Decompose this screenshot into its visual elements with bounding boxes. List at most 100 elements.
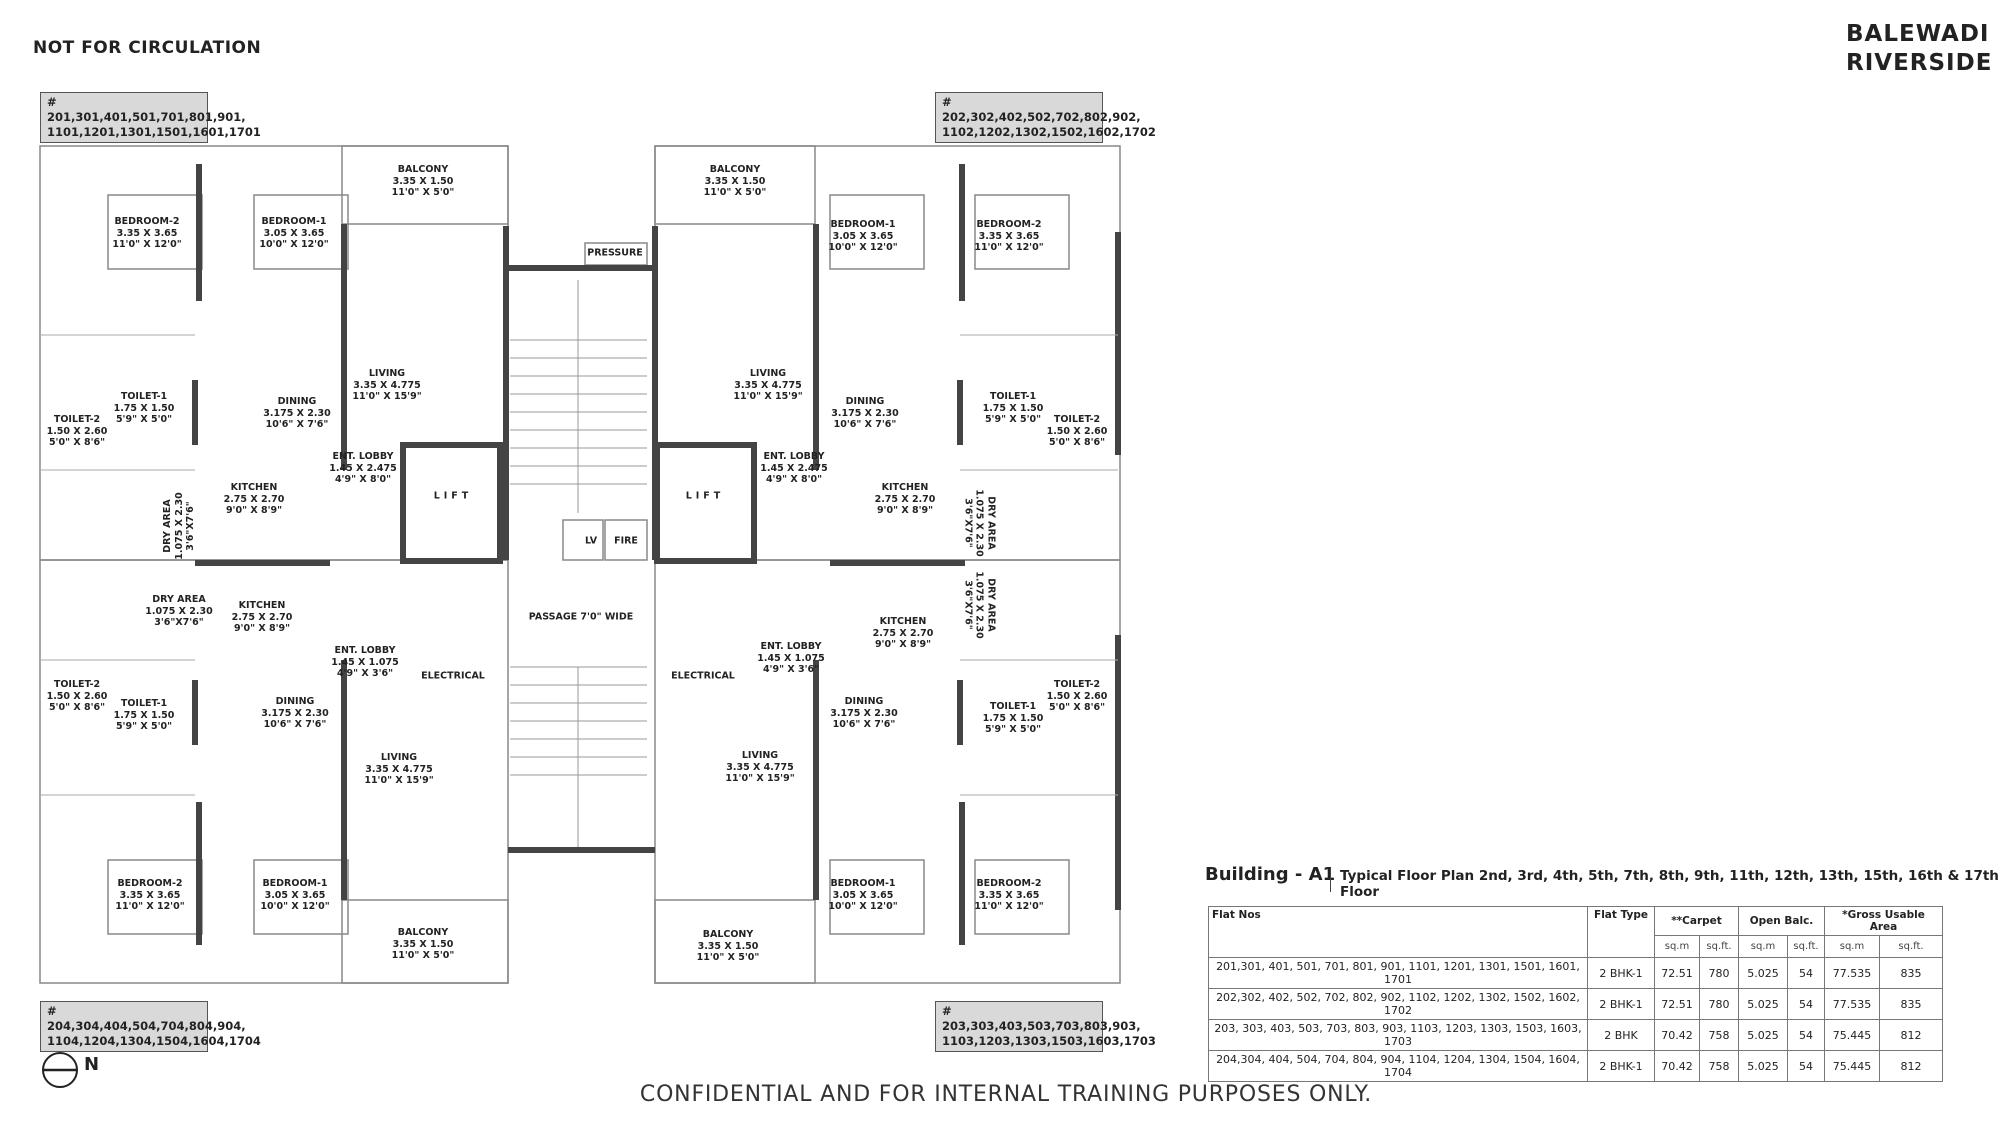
room-metric: 1.45 X 2.475 xyxy=(329,462,397,474)
room-label: ENT. LOBBY xyxy=(332,450,394,462)
room-imperial: 11'0" X 15'9" xyxy=(725,772,795,784)
room-label: TOILET-2 xyxy=(1053,678,1101,690)
header-carpet: **Carpet xyxy=(1654,906,1739,936)
room-imperial: 3'6"X7'6" xyxy=(184,501,196,551)
room-label: PRESSURE xyxy=(587,247,643,259)
cell-balc-sqft: 54 xyxy=(1787,988,1825,1020)
room-imperial: 11'0" X 12'0" xyxy=(974,900,1044,912)
room-imperial: 3'6"X7'6" xyxy=(962,498,974,548)
cell-gross-sqft: 812 xyxy=(1879,1019,1943,1051)
room-label: TOILET-1 xyxy=(120,390,168,402)
room-imperial: 5'9" X 5'0" xyxy=(115,720,173,732)
room-label-lift: LIFT xyxy=(686,490,725,502)
cell-flats: 202,302, 402, 502, 702, 802, 902, 1102, … xyxy=(1208,988,1588,1020)
brand-line-1: BALEWADI xyxy=(1846,21,1990,47)
header-open-balc: Open Balc. xyxy=(1738,906,1825,936)
room-label: LIFT xyxy=(433,490,473,502)
confidential-footer: CONFIDENTIAL AND FOR INTERNAL TRAINING P… xyxy=(639,1082,1373,1107)
room-label: ENT. LOBBY xyxy=(334,644,396,656)
room-label-fire: FIRE xyxy=(614,535,638,547)
room-imperial: 11'0" X 12'0" xyxy=(112,238,182,250)
room-imperial: 11'0" X 5'0" xyxy=(703,186,767,198)
room-metric: 1.75 X 1.50 xyxy=(982,402,1044,414)
unit-tag-line: 1102,1202,1302,1502,1602,1702 xyxy=(942,125,1156,139)
room-metric: 2.75 X 2.70 xyxy=(223,493,285,505)
unit-tag-line: 1104,1204,1304,1504,1604,1704 xyxy=(47,1034,261,1048)
cell-balc-sqft: 54 xyxy=(1787,957,1825,989)
room-imperial: 9'0" X 8'9" xyxy=(874,638,932,650)
room-label: BEDROOM-1 xyxy=(830,877,896,889)
cell-gross-sqm: 77.535 xyxy=(1824,957,1880,989)
room-imperial: 4'9" X 3'6" xyxy=(762,663,820,675)
room-label: PASSAGE 7'0" WIDE xyxy=(528,611,634,623)
room-label: LIVING xyxy=(741,749,779,761)
room-imperial: 11'0" X 15'9" xyxy=(352,390,422,402)
unit-sqft: sq.ft. xyxy=(1787,935,1825,958)
room-imperial: 3'6"X7'6" xyxy=(154,616,204,628)
room-label-electrical: ELECTRICAL xyxy=(421,670,485,682)
room-label: DRY AREA xyxy=(161,499,173,553)
room-label: TOILET-2 xyxy=(53,413,101,425)
header-flat-type: Flat Type xyxy=(1587,906,1655,958)
room-label: ENT. LOBBY xyxy=(763,450,825,462)
header-flat-nos: Flat Nos xyxy=(1208,906,1588,958)
north-label: N xyxy=(84,1054,100,1075)
room-label: ELECTRICAL xyxy=(421,670,485,682)
unit-tag-line: 1103,1203,1303,1503,1603,1703 xyxy=(942,1034,1156,1048)
room-metric: 3.175 X 2.30 xyxy=(831,407,899,419)
room-metric: 3.175 X 2.30 xyxy=(830,707,898,719)
room-metric: 3.35 X 1.50 xyxy=(704,175,766,187)
room-imperial: 9'0" X 8'9" xyxy=(876,504,934,516)
cell-balc-sqm: 5.025 xyxy=(1738,1019,1788,1051)
unit-tag-line: # 201,301,401,501,701,801,901, xyxy=(47,95,246,124)
cell-gross-sqft: 835 xyxy=(1879,957,1943,989)
cell-type: 2 BHK-1 xyxy=(1587,957,1655,989)
room-imperial: 5'0" X 8'6" xyxy=(1048,436,1106,448)
building-title: Building - A1 xyxy=(1205,864,1336,885)
table-row: 201,301, 401, 501, 701, 801, 901, 1101, … xyxy=(1208,957,1943,989)
cell-balc-sqm: 5.025 xyxy=(1738,988,1788,1020)
room-label: TOILET-1 xyxy=(120,697,168,709)
room-imperial: 10'0" X 12'0" xyxy=(260,900,330,912)
unit-tag-line: 1101,1201,1301,1501,1601,1701 xyxy=(47,125,261,139)
unit-sqm: sq.m xyxy=(1654,935,1700,958)
cell-balc-sqft: 54 xyxy=(1787,1050,1825,1082)
room-metric: 2.75 X 2.70 xyxy=(874,493,936,505)
room-label: TOILET-1 xyxy=(989,700,1037,712)
room-imperial: 11'0" X 5'0" xyxy=(696,951,760,963)
cell-type: 2 BHK-1 xyxy=(1587,1050,1655,1082)
room-imperial: 4'9" X 8'0" xyxy=(334,473,392,485)
unit-sqm: sq.m xyxy=(1738,935,1788,958)
table-row: 204,304, 404, 504, 704, 804, 904, 1104, … xyxy=(1208,1050,1943,1082)
room-label: LIVING xyxy=(380,751,418,763)
unit-sqft: sq.ft. xyxy=(1879,935,1943,958)
unit-tag-top-right: # 202,302,402,502,702,802,902, 1102,1202… xyxy=(935,92,1156,143)
room-label: BALCONY xyxy=(397,163,449,175)
room-metric: 3.175 X 2.30 xyxy=(263,407,331,419)
room-label: TOILET-1 xyxy=(989,390,1037,402)
cell-type: 2 BHK-1 xyxy=(1587,988,1655,1020)
room-label: TOILET-2 xyxy=(1053,413,1101,425)
room-label: KITCHEN xyxy=(881,481,929,493)
room-metric: 1.50 X 2.60 xyxy=(1046,690,1108,702)
room-imperial: 10'6" X 7'6" xyxy=(832,718,896,730)
unit-tag-line: # 204,304,404,504,704,804,904, xyxy=(47,1004,246,1033)
room-label: BEDROOM-2 xyxy=(117,877,183,889)
